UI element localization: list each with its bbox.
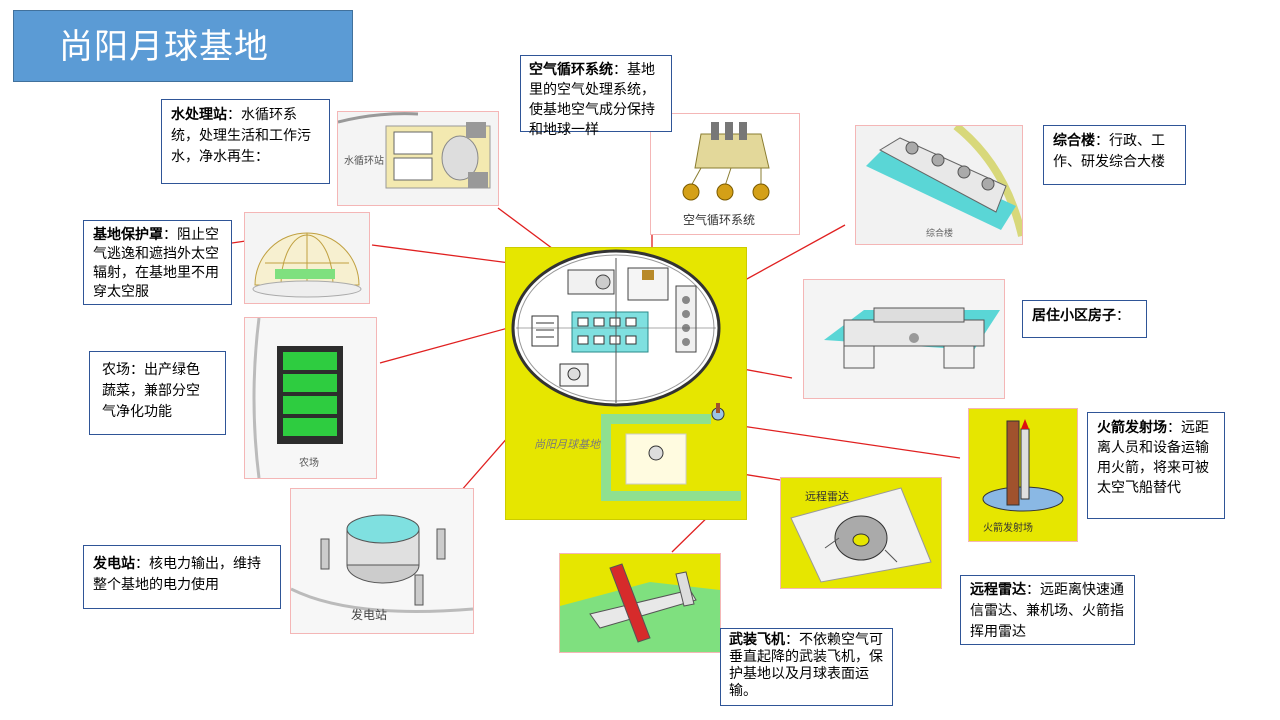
callout-aircraft: 武装飞机：不依赖空气可垂直起降的武装飞机，保护基地以及月球表面运输。: [720, 628, 893, 706]
farm-label: 农场: [299, 456, 319, 469]
callout-housing-text: ：: [1116, 308, 1130, 324]
power-station-label: 发电站: [351, 607, 387, 622]
callout-power-station: 发电站：核电力输出，维持整个基地的电力使用: [83, 545, 281, 609]
callout-air-system-title: 空气循环系统: [529, 62, 613, 78]
water-station-image: 水循环站: [337, 111, 499, 206]
callout-water-station-text: ：水循环系统，处理生活和工作污水，净水再生：: [171, 107, 311, 165]
rocket-launch-image: 火箭发射场: [968, 408, 1078, 542]
rocket-launch-label: 火箭发射场: [983, 521, 1033, 534]
aircraft-image: [559, 553, 721, 653]
water-station-label: 水循环站: [344, 154, 384, 167]
callout-radar-title: 远程雷达: [970, 582, 1026, 598]
radar-image: 远程雷达: [780, 477, 942, 589]
callout-rocket-launch: 火箭发射场：远距离人员和设备运输用火箭，将来可被太空飞船替代: [1087, 412, 1225, 519]
air-system-image: 空气循环系统: [650, 113, 800, 235]
callout-power-station-title: 发电站: [93, 556, 135, 572]
callout-air-system-text: ：基地里的空气处理系统，使基地空气成分保持和地球一样: [529, 62, 655, 138]
callout-power-station-text: ：核电力输出，维持整个基地的电力使用: [93, 556, 261, 593]
callout-dome-shield: 基地保护罩：阻止空气逃逸和遮挡外太空辐射，在基地里不用穿太空服: [83, 220, 232, 305]
callout-aircraft-title: 武装飞机: [729, 632, 785, 648]
callout-housing-title: 居住小区房子: [1032, 308, 1116, 324]
map-center-label: 尚阳月球基地: [534, 438, 601, 451]
callout-farm: 农场：出产绿色蔬菜，兼部分空气净化功能: [89, 351, 226, 435]
callout-dome-shield-title: 基地保护罩: [93, 227, 163, 243]
farm-image: 农场: [244, 317, 377, 479]
housing-image: [803, 279, 1005, 399]
air-system-label: 空气循环系统: [683, 212, 755, 227]
radar-label: 远程雷达: [805, 490, 849, 503]
callout-water-station: 水处理站：水循环系统，处理生活和工作污水，净水再生：: [161, 99, 330, 184]
callout-air-system: 空气循环系统：基地里的空气处理系统，使基地空气成分保持和地球一样: [520, 55, 672, 138]
callout-radar: 远程雷达：远距离快速通信雷达、兼机场、火箭指挥用雷达: [960, 575, 1135, 645]
callout-water-station-title: 水处理站: [171, 107, 227, 123]
power-station-image: 发电站: [290, 488, 474, 634]
callout-radar-text: ：远距离快速通信雷达、兼机场、火箭指挥用雷达: [970, 582, 1124, 640]
base-map: 尚阳月球基地: [505, 247, 747, 520]
complex-building-label: 综合楼: [926, 227, 953, 239]
callout-complex-building-title: 综合楼: [1053, 133, 1095, 149]
page-title: 尚阳月球基地: [13, 10, 353, 82]
dome-shield-image: [244, 212, 370, 304]
callout-rocket-launch-title: 火箭发射场: [1097, 420, 1167, 436]
complex-building-image: 综合楼: [855, 125, 1023, 245]
callout-farm-text: 农场：出产绿色蔬菜，兼部分空气净化功能: [102, 362, 200, 420]
arrow-rocket: [726, 420, 961, 459]
callout-complex-building-text: ：行政、工作、研发综合大楼: [1053, 133, 1165, 170]
callout-rocket-launch-text: ：远距离人员和设备运输用火箭，将来可被太空飞船替代: [1097, 420, 1209, 496]
callout-housing: 居住小区房子：: [1022, 300, 1147, 338]
callout-aircraft-text: ：不依赖空气可垂直起降的武装飞机，保护基地以及月球表面运输。: [729, 632, 883, 699]
callout-dome-shield-text: ：阻止空气逃逸和遮挡外太空辐射，在基地里不用穿太空服: [93, 227, 219, 300]
callout-complex-building: 综合楼：行政、工作、研发综合大楼: [1043, 125, 1186, 185]
